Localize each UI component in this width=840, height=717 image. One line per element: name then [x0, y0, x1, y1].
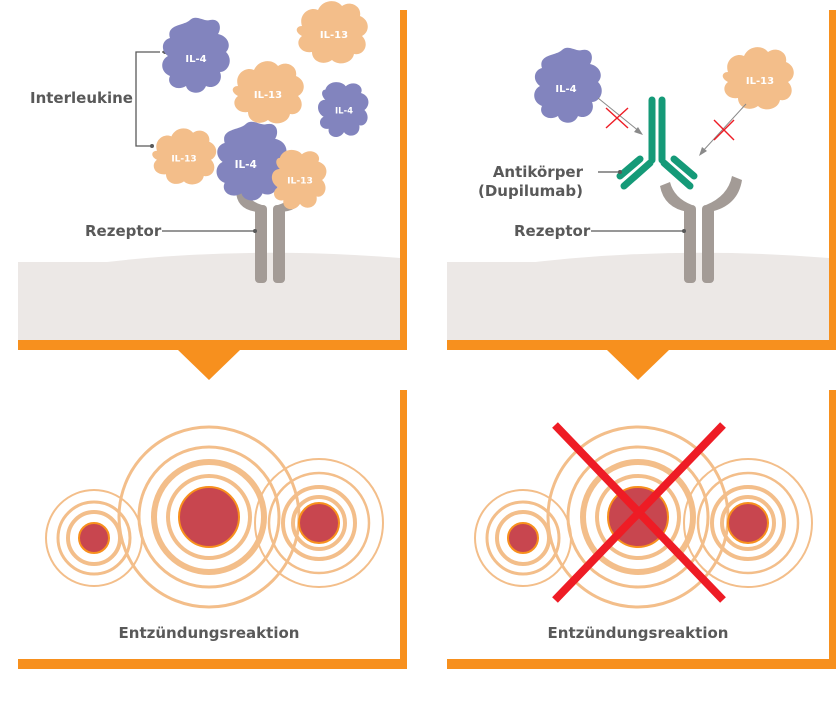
panel-bottom-right: Entzündungsreaktion: [447, 390, 836, 669]
label-rezeptor-right: Rezeptor: [514, 222, 591, 240]
cell-membrane: [447, 262, 829, 340]
il13-molecule: IL-13: [152, 128, 217, 185]
inflammation-core: [298, 502, 340, 544]
label-rezeptor-left: Rezeptor: [85, 222, 162, 240]
panel-bottom-left: Entzündungsreaktion: [18, 390, 407, 669]
blocked-arrow-il13: [699, 103, 747, 156]
down-arrow-left: [178, 350, 240, 380]
il13-molecule: IL-13: [722, 47, 794, 110]
label-antikoerper: Antikörper: [493, 163, 584, 181]
svg-text:IL-13: IL-13: [746, 76, 774, 87]
il13-molecule: IL-13: [271, 149, 327, 210]
label-interleukine: Interleukine: [30, 89, 133, 107]
svg-text:IL-4: IL-4: [185, 54, 206, 65]
inflammation-circles: [474, 425, 813, 609]
svg-text:IL-4: IL-4: [555, 84, 576, 95]
svg-text:IL-4: IL-4: [235, 159, 257, 171]
inflammation-core: [507, 522, 539, 554]
il4-molecule: IL-4: [318, 82, 369, 138]
inflammation-core: [178, 486, 240, 548]
inflammation-circles: [45, 425, 384, 609]
blocked-arrow-il4: [597, 97, 643, 135]
svg-text:IL-13: IL-13: [320, 30, 348, 41]
svg-text:IL-13: IL-13: [287, 176, 313, 187]
cell-membrane-curve: [447, 252, 829, 275]
cell-membrane-curve: [18, 252, 400, 275]
cell-membrane: [18, 262, 400, 340]
il4-molecule: IL-4: [216, 121, 288, 201]
caption-left: Entzündungsreaktion: [119, 624, 300, 642]
inflammation-core: [727, 502, 769, 544]
receptor: [660, 176, 742, 283]
interleukine-bracket: [135, 51, 165, 147]
il4-molecule: IL-4: [162, 17, 230, 93]
red-x-icon: [605, 107, 629, 129]
down-arrow-right: [607, 350, 669, 380]
il4-molecule: IL-4: [534, 47, 602, 123]
big-red-cross-icon: [552, 422, 726, 603]
antibody: [616, 96, 698, 190]
svg-text:IL-13: IL-13: [254, 90, 282, 101]
label-dupilumab: (Dupilumab): [478, 182, 583, 200]
panel-top-right: Antikörper (Dupilumab) Rezeptor IL-4 IL-…: [447, 10, 836, 350]
svg-text:IL-4: IL-4: [335, 106, 353, 116]
panel-top-left: Interleukine Rezeptor IL-4 IL-13 IL-13 I…: [18, 1, 407, 350]
inflammation-core: [78, 522, 110, 554]
svg-text:IL-13: IL-13: [171, 155, 196, 165]
il13-molecule: IL-13: [232, 61, 304, 124]
caption-right: Entzündungsreaktion: [548, 624, 729, 642]
il13-molecule: IL-13: [296, 1, 368, 64]
red-x-icon: [713, 119, 735, 141]
